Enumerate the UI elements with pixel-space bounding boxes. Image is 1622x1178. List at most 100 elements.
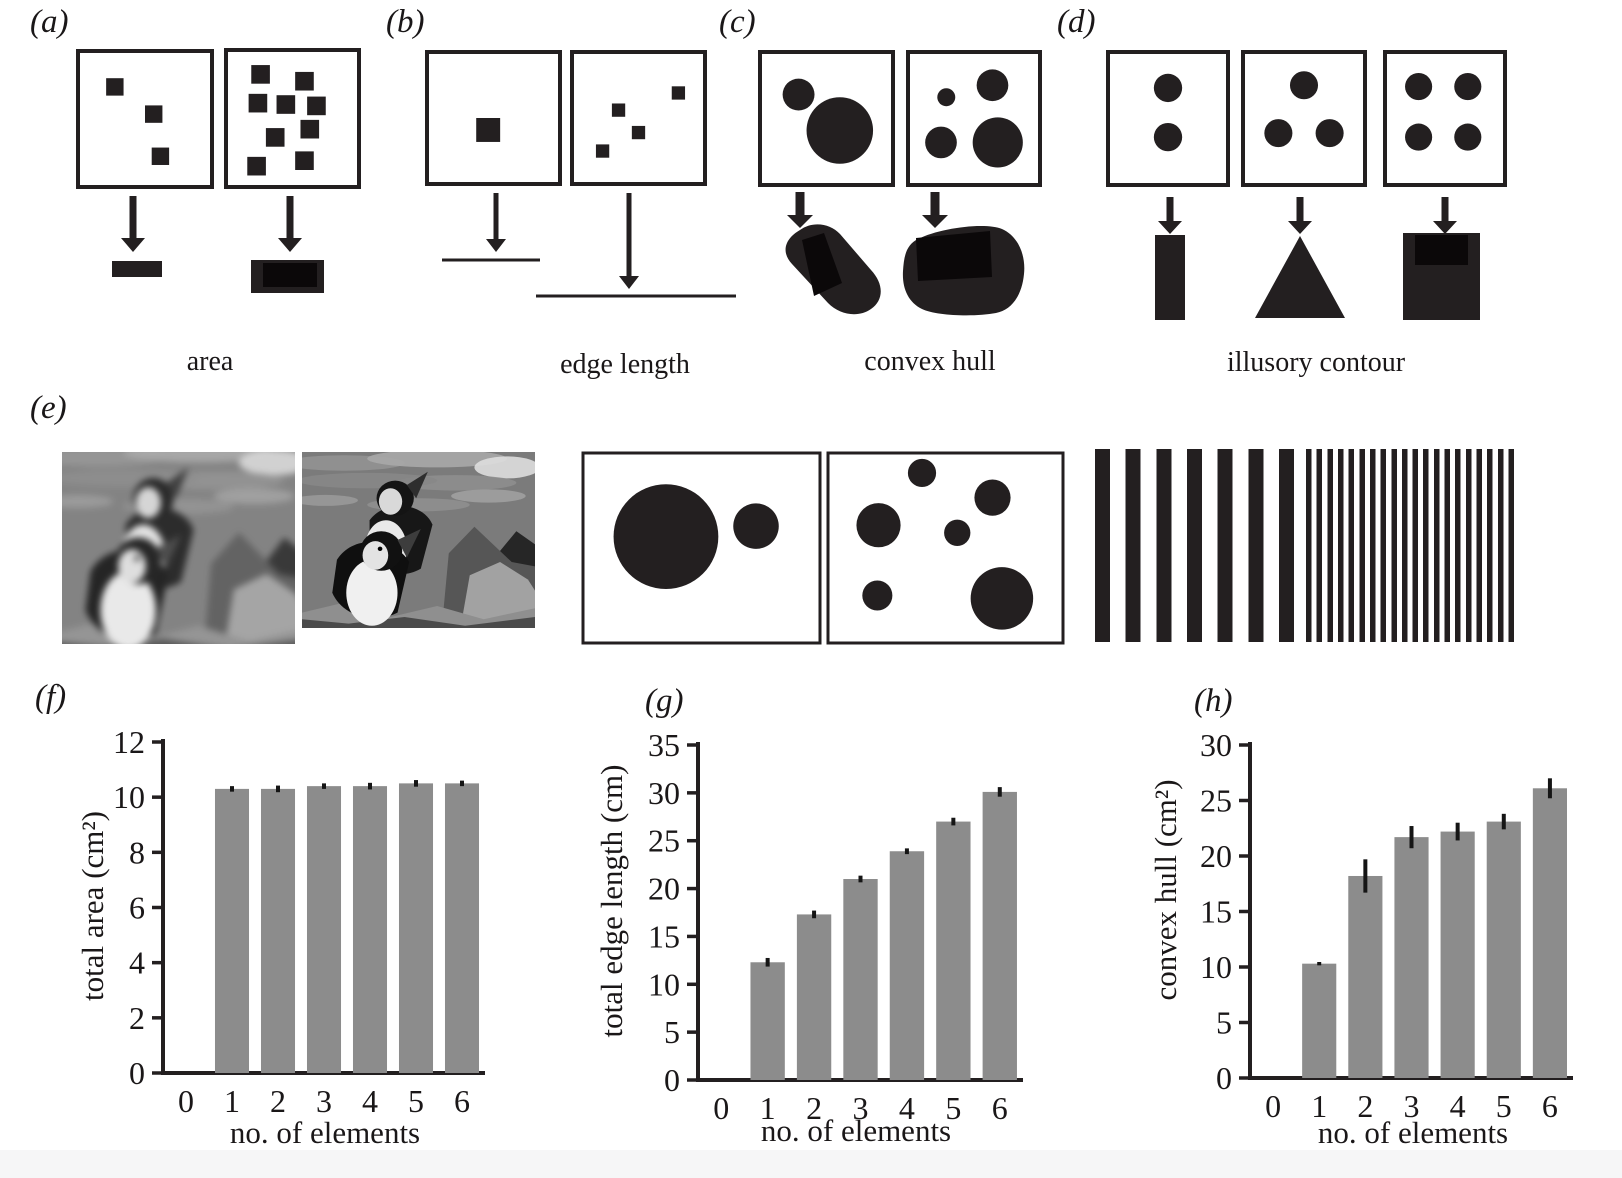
stimulus-dot xyxy=(944,519,971,546)
x-tick-label: 2 xyxy=(270,1083,286,1119)
y-tick-label: 15 xyxy=(648,918,680,954)
down-arrow-icon xyxy=(922,192,948,228)
stimulus-square xyxy=(151,147,170,165)
bar xyxy=(843,879,878,1080)
y-tick-label: 35 xyxy=(648,727,680,763)
y-tick-label: 6 xyxy=(129,890,145,926)
stimulus-dot xyxy=(856,503,901,548)
bar xyxy=(352,786,388,1073)
stimulus-square xyxy=(247,156,266,176)
stimulus-dot xyxy=(862,580,893,611)
down-arrow-icon xyxy=(121,196,145,252)
x-tick-label: 3 xyxy=(1404,1088,1420,1124)
x-tick-label: 3 xyxy=(316,1083,332,1119)
y-tick-label: 10 xyxy=(113,779,145,815)
wave-highlight xyxy=(302,494,358,506)
stimulus-square xyxy=(295,151,314,170)
x-tick-label: 2 xyxy=(806,1090,822,1126)
puffin-breast xyxy=(346,559,398,626)
summary-shape xyxy=(112,261,162,277)
stimulus-square xyxy=(145,105,163,123)
y-tick-label: 12 xyxy=(113,724,145,760)
puffin-cheek xyxy=(118,549,146,583)
stimulus-square xyxy=(611,103,626,117)
bar xyxy=(1394,837,1429,1078)
wave-highlight xyxy=(238,452,295,476)
x-tick-label: 5 xyxy=(1496,1088,1512,1124)
panel-e-label: (e) xyxy=(30,390,67,426)
wave-highlight xyxy=(123,452,275,463)
panel-a-label: (a) xyxy=(30,4,69,40)
y-tick-label: 0 xyxy=(664,1062,680,1098)
x-tick-label: 0 xyxy=(178,1083,194,1119)
rock-shadow xyxy=(500,531,535,567)
panel-g-label: (g) xyxy=(645,683,684,719)
stimulus-dot xyxy=(613,484,719,589)
stimulus-square xyxy=(265,128,285,147)
stimulus-dot xyxy=(974,479,1011,516)
stimulus-dot xyxy=(972,117,1023,168)
down-arrow-icon xyxy=(787,192,813,228)
stimulus-dot xyxy=(1315,119,1344,148)
rock-highlight xyxy=(225,573,295,644)
y-tick-label: 4 xyxy=(129,945,145,981)
chart-f-xlabel: no. of elements xyxy=(229,1115,421,1150)
wave-highlight xyxy=(62,494,114,508)
stimulus-dot xyxy=(907,458,937,488)
bar xyxy=(444,783,480,1073)
y-tick-label: 30 xyxy=(648,775,680,811)
rock-foreground-shadow xyxy=(302,617,535,628)
panel-b-caption: edge length xyxy=(560,349,690,380)
grating-coarse xyxy=(1095,449,1294,642)
y-tick-label: 5 xyxy=(664,1014,680,1050)
y-tick-label: 8 xyxy=(129,834,145,870)
rock-foreground-shadow xyxy=(62,638,295,644)
chart-g-xlabel: no. of elements xyxy=(760,1113,952,1148)
panel-b-stimulus-box-1 xyxy=(425,50,562,186)
stimulus-square xyxy=(307,96,326,116)
wave-highlight xyxy=(213,488,295,504)
wave-highlight xyxy=(474,456,535,479)
x-tick-label: 6 xyxy=(454,1083,470,1119)
summary-shape xyxy=(802,233,842,296)
bar xyxy=(306,786,342,1073)
stimulus-dot xyxy=(1289,71,1319,100)
panel-a-caption: area xyxy=(186,346,234,377)
stimulus-dot xyxy=(970,567,1034,630)
y-tick-label: 0 xyxy=(129,1055,145,1091)
panel-c-label: (c) xyxy=(719,4,756,40)
bar xyxy=(260,788,296,1073)
stimulus-square xyxy=(251,65,270,84)
chart-h-xlabel: no. of elements xyxy=(1317,1115,1509,1150)
page-bottom-strip xyxy=(0,1150,1622,1178)
rock-shadow xyxy=(266,537,295,578)
x-tick-label: 5 xyxy=(408,1083,424,1119)
chart-f-ylabel: total area (cm²) xyxy=(75,810,110,1002)
x-tick-label: 1 xyxy=(760,1090,776,1126)
stimulus-dot xyxy=(782,78,815,111)
summary-shape xyxy=(263,263,317,287)
panel-c-caption: convex hull xyxy=(864,346,996,377)
panel-b-label: (b) xyxy=(386,4,425,40)
puffin-photo-blurred xyxy=(62,452,295,644)
x-tick-label: 4 xyxy=(362,1083,378,1119)
stimulus-dot xyxy=(937,88,956,107)
bar xyxy=(398,783,434,1073)
x-tick-label: 6 xyxy=(1542,1088,1558,1124)
y-tick-label: 5 xyxy=(1216,1005,1232,1041)
y-tick-label: 20 xyxy=(1200,838,1232,874)
panel-d-stimulus-box-1 xyxy=(1106,50,1230,187)
x-tick-label: 0 xyxy=(713,1090,729,1126)
y-tick-label: 0 xyxy=(1216,1060,1232,1096)
bar xyxy=(1532,788,1568,1078)
puffin-cheek xyxy=(378,488,403,515)
y-tick-label: 10 xyxy=(1200,949,1232,985)
chart-h-ylabel: convex hull (cm²) xyxy=(1148,779,1183,1001)
bar xyxy=(1440,831,1475,1078)
stimulus-dot xyxy=(925,126,957,159)
puffin-beak xyxy=(165,467,189,499)
stimulus-square xyxy=(106,78,124,96)
down-arrow-icon xyxy=(1158,197,1182,234)
